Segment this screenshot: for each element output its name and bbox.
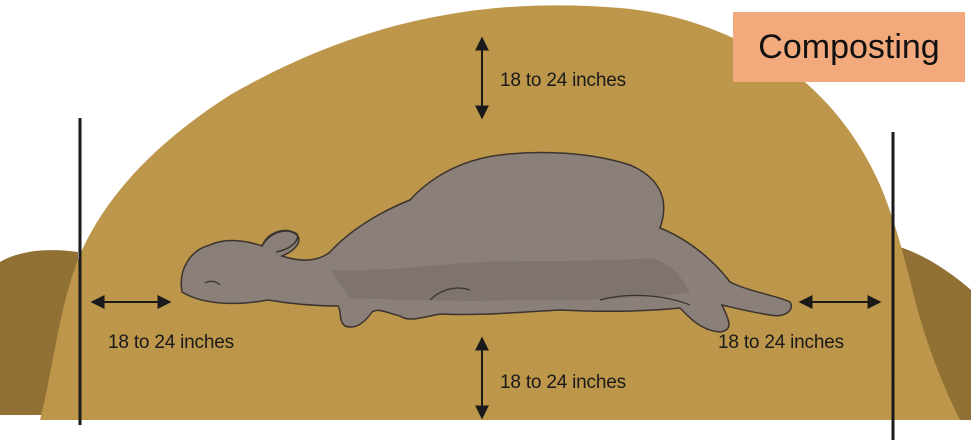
top-dimension-label: 18 to 24 inches — [500, 70, 626, 92]
title-box: Composting — [733, 12, 965, 82]
slide-title: Composting — [758, 28, 939, 67]
right-dimension-label: 18 to 24 inches — [718, 332, 844, 354]
left-dimension-label: 18 to 24 inches — [108, 332, 234, 354]
bottom-dimension-label: 18 to 24 inches — [500, 372, 626, 394]
